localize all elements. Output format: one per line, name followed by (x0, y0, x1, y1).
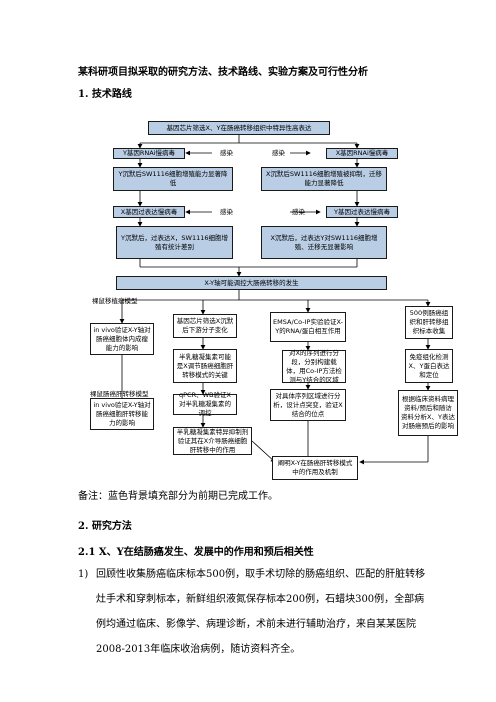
flow-model-liver-label: 裸鼠肠癌肝转移模型 (90, 390, 149, 398)
flow-infect-label: 感染 (220, 149, 233, 157)
flowchart-arrows (119, 135, 431, 465)
flow-infect-label: 感染 (272, 149, 285, 157)
flow-model-xenograft-label: 裸鼠移植瘤模型 (92, 297, 138, 305)
flow-mutant-box: 对具体序列区域进行分析，设计点突变，验证X结合的位点 (270, 389, 346, 421)
flow-emsa-box: EMSA/Co-IP实验验证X-Y的RNA/蛋白相互作用 (270, 312, 346, 342)
flow-galectin-key-box: 半乳糖凝集素可能是X调节肠癌细胞肝转移模式的关键 (173, 349, 237, 383)
flow-x-silence-box: X沉默后SW1116细胞增殖被抑制，迁移能力显著降低 (261, 167, 387, 191)
flow-x-rnai-box: X基因RNAi慢病毒 (326, 148, 398, 159)
flow-clinical-box: 根据临床资料病理资料/预后和随访资料分析X、Y表达对肠癌预后的影响 (398, 390, 458, 436)
flow-sequence-box: 对X的序列进行分段，分别构建载体，用Co-IP方法检测与Y结合的区域 (282, 349, 346, 384)
flow-final-box: 阐明X-Y在肠癌肝转移模式中的作用及机制 (272, 456, 358, 480)
section-technical-route: 1. 技术路线 (78, 89, 132, 100)
flow-y-overexpress-box: Y基因过表达慢病毒 (326, 206, 398, 218)
flow-y-silence-box: Y沉默后SW1116细胞增殖能力显著降低 (113, 167, 233, 191)
flow-chip-downstream-box: 基因芯片筛选X沉默后下游分子变化 (173, 314, 237, 338)
flow-y-silence-overexpress-box: Y沉默后，过表达X，SW1116细胞增殖有统计差别 (116, 226, 233, 259)
flow-infect-label: 感染 (220, 208, 233, 216)
subsection-title: 2.1 X、Y在结肠癌发生、发展中的作用和预后相关性 (78, 547, 314, 558)
flow-x-silence-overexpress-box: X沉默后，过表达Y对SW1116细胞增殖、迁移无显著影响 (261, 226, 387, 259)
flow-ihc-box: 免疫组化检测X、Y蛋白表达和定位 (405, 349, 453, 383)
flow-xy-axis-box: X-Y轴可能调控大肠癌转移的发生 (116, 276, 387, 290)
flow-invivo-tumor-box: in vivo验证X-Y轴对肠癌细胞体内成瘤能力的影响 (90, 323, 154, 355)
flow-infect-label: 感染 (292, 208, 305, 216)
note-text: 备注：蓝色背景填充部分为前期已完成工作。 (78, 491, 278, 502)
item1-line: 回顾性收集肠癌临床标本500例，取手术切除的肠癌组织、匹配的肝脏转移 (96, 569, 426, 580)
flow-top-box: 基因芯片筛选X、Y在肠癌转移组织中特异性高表达 (148, 121, 330, 135)
item1-number: 1) (78, 569, 89, 580)
item1-line: 2008-2013年临床收治病例，随访资料齐全。 (96, 644, 301, 655)
flow-invivo-liver-box: in vivo验证X-Y轴对肠癌细胞肝转移能力的影响 (90, 398, 154, 430)
flow-x-overexpress-box: X基因过表达慢病毒 (113, 206, 185, 218)
item1-line: 灶手术和穿刺标本，新鲜组织液氮保存标本200例，石蜡块300例，全部病 (96, 594, 425, 605)
doc-heading: 某科研项目拟采取的研究方法、技术路线、实验方案及可行性分析 (78, 67, 368, 78)
technical-route-flowchart: 基因芯片筛选X、Y在肠癌转移组织中特异性高表达 Y基因RNAi慢病毒 感染 感染… (90, 121, 458, 480)
flow-y-rnai-box: Y基因RNAi慢病毒 (113, 148, 185, 159)
flow-qpcr-box: qPCR、WB验证X对半乳糖凝集素的调控 (173, 391, 237, 417)
flow-galectin-inhibitor-box: 半乳糖凝集素特异抑制剂验证其在X介导肠癌细胞肝转移中的作用 (173, 427, 252, 455)
flow-samples-box: 500例肠癌组织和肝转移组织标本收集 (405, 306, 453, 339)
item1-paragraph: 回顾性收集肠癌临床标本500例，取手术切除的肠癌组织、匹配的肝脏转移 灶手术和穿… (96, 567, 496, 658)
item1-line: 例均通过临床、影像学、病理诊断，术前未进行辅助治疗，来自某某医院 (96, 619, 416, 630)
section-research-methods: 2. 研究方法 (78, 521, 132, 532)
